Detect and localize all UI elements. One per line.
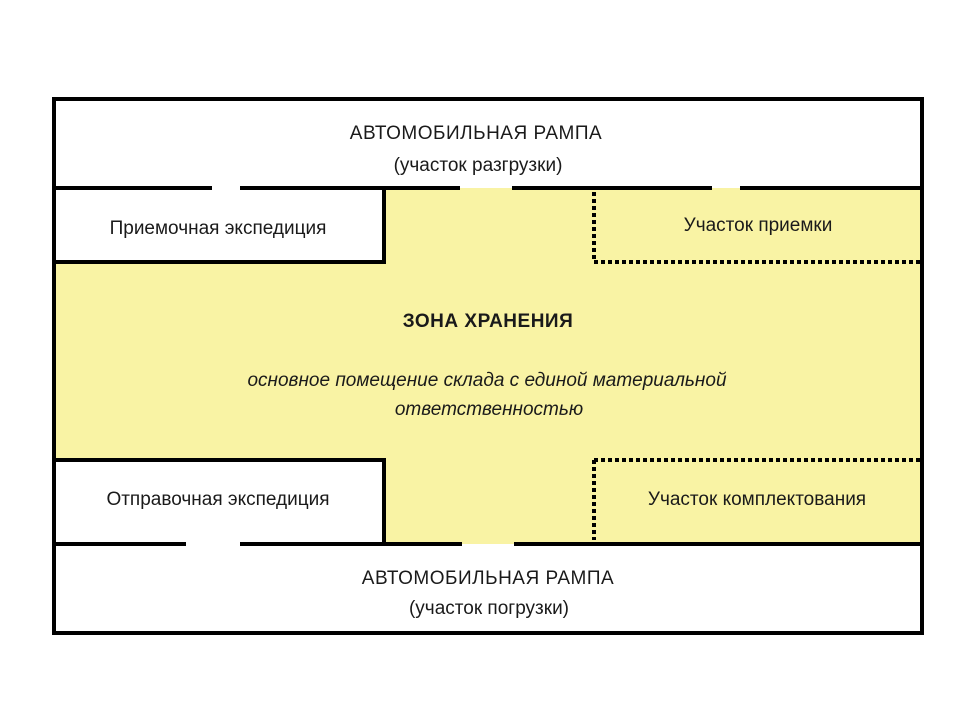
dispatch-expedition-walls xyxy=(52,458,386,544)
storage-zone-fill-bottom xyxy=(384,460,922,544)
storage-zone-title: ЗОНА ХРАНЕНИЯ xyxy=(403,311,573,332)
storage-zone-description-line1: основное помещение склада с единой матер… xyxy=(247,370,726,391)
storage-zone-fill xyxy=(56,188,922,544)
bottom-ramp-title: АВТОМОБИЛЬНАЯ РАМПА xyxy=(362,568,614,589)
receiving-expedition-walls xyxy=(52,188,386,264)
top-ramp-subtitle: (участок разгрузки) xyxy=(394,155,563,176)
bottom-ramp-subtitle: (участок погрузки) xyxy=(409,598,569,619)
picking-area-boundary xyxy=(592,458,920,540)
picking-area-label: Участок комплектования xyxy=(648,489,866,510)
storage-zone-description-line2: ответственностью xyxy=(395,399,583,420)
receiving-expedition-label: Приемочная экспедиция xyxy=(110,218,327,239)
acceptance-area-boundary xyxy=(592,192,920,264)
storage-zone-fill-middle xyxy=(56,262,922,462)
top-ramp-title: АВТОМОБИЛЬНАЯ РАМПА xyxy=(350,123,602,144)
storage-zone-fill-top xyxy=(384,188,922,264)
acceptance-area-label: Участок приемки xyxy=(684,215,833,236)
dispatch-expedition-label: Отправочная экспедиция xyxy=(106,489,329,510)
